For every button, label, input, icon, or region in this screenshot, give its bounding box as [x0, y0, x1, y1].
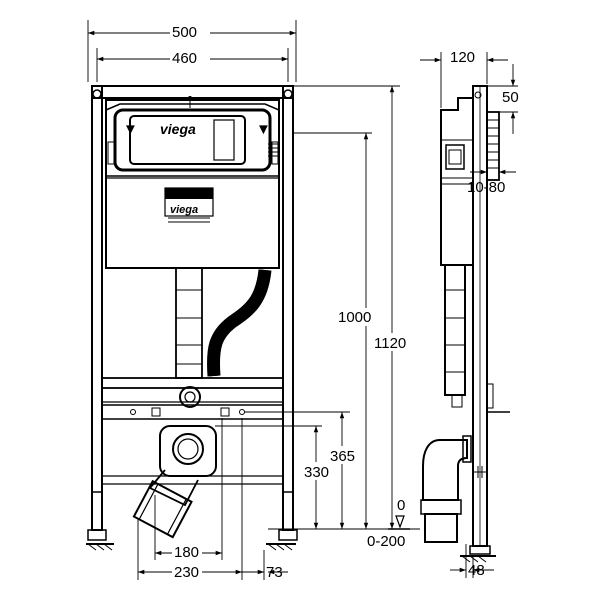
brand-label: viega: [164, 187, 214, 223]
front-view: viega ▼ ▼ viega: [86, 20, 420, 581]
flush-pipe: [175, 267, 203, 379]
dim-width-73: 73: [266, 564, 283, 581]
right-foot: [266, 491, 298, 551]
cistern: viega ▼ ▼ viega: [105, 96, 280, 269]
left-post: [91, 85, 103, 531]
dim-depth-48: 48: [468, 562, 485, 579]
dim-frame-width: 460: [172, 50, 197, 67]
side-drain-elbow: [420, 435, 487, 543]
left-foot: [86, 491, 114, 551]
dim-height-1000: 1000: [338, 309, 371, 326]
flush-plate: [129, 115, 246, 165]
mount-hole-left: [92, 89, 102, 99]
bolt-hole-2: [239, 409, 245, 415]
side-flush-pipe: [444, 264, 510, 413]
flexible-hose: [207, 269, 272, 377]
dim-floor-range: 0-200: [367, 533, 405, 550]
side-cistern: [440, 97, 500, 266]
dim-height-365: 365: [330, 448, 355, 465]
svg-text:▼: ▼: [123, 121, 138, 138]
side-view: 120 50 10-80 48: [420, 49, 519, 579]
top-rail: [91, 85, 294, 99]
dim-depth: 120: [450, 49, 475, 66]
bolt-hole-1: [130, 409, 136, 415]
brand-logo-plate: viega: [160, 121, 196, 137]
dim-width-230: 230: [174, 564, 199, 581]
dim-height-1120: 1120: [374, 335, 406, 352]
dim-top-offset: 50: [502, 89, 519, 106]
mount-hole-right: [283, 89, 293, 99]
dim-floor-zero: 0: [397, 497, 405, 514]
dim-wall-offset: 10-80: [467, 179, 505, 196]
drain-elbow: [132, 425, 217, 539]
dim-width-180: 180: [174, 544, 199, 561]
dim-total-width: 500: [172, 24, 197, 41]
brand-logo-label: viega: [170, 204, 198, 216]
right-post: [282, 85, 294, 531]
flush-plate-recess: [113, 108, 272, 172]
flush-connection: [179, 386, 201, 408]
dim-height-330: 330: [304, 464, 329, 481]
svg-text:▼: ▼: [256, 121, 271, 138]
